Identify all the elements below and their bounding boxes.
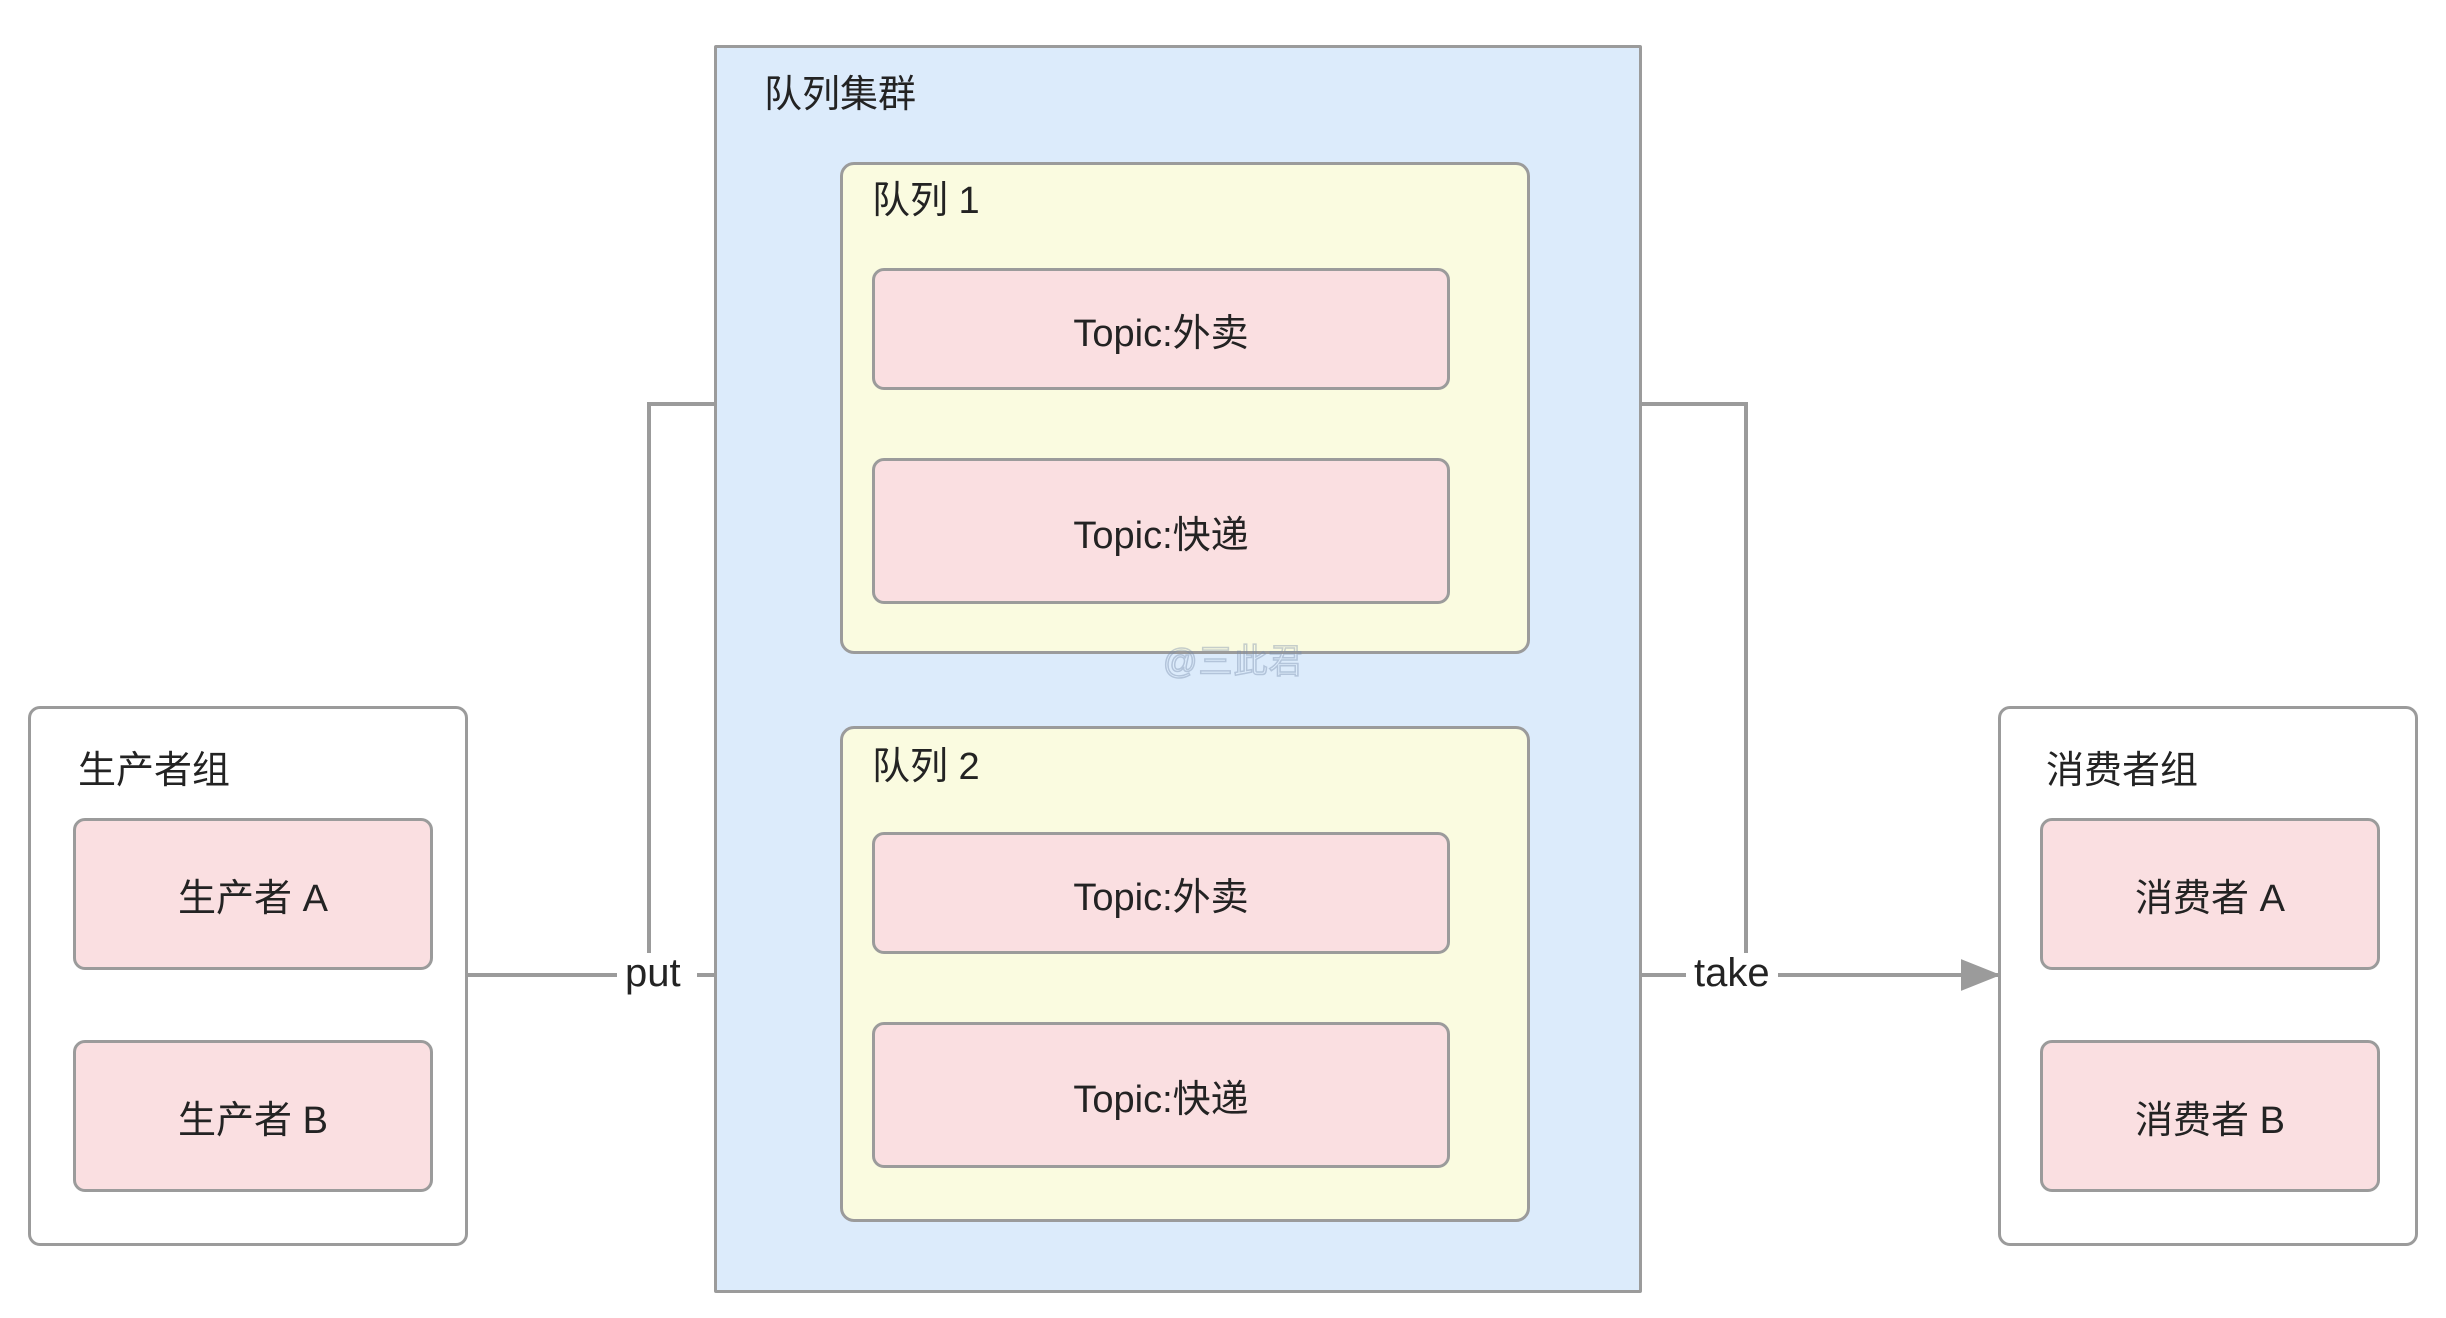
edge-label-take: take (1686, 953, 1778, 993)
queue-1-topic-takeout[interactable]: Topic:外卖 (872, 268, 1450, 390)
queue-cluster-title: 队列集群 (764, 74, 917, 116)
watermark-text: @三此君 (1162, 643, 1304, 681)
edge-label-put: put (617, 953, 689, 993)
queue-2-topic-express[interactable]: Topic:快递 (872, 1022, 1450, 1168)
producer-group-title: 生产者组 (78, 750, 231, 792)
producer-a-box[interactable]: 生产者 A (73, 818, 433, 970)
consumer-group-title: 消费者组 (2046, 750, 2199, 792)
producer-b-box[interactable]: 生产者 B (73, 1040, 433, 1192)
consumer-b-box[interactable]: 消费者 B (2040, 1040, 2380, 1192)
queue-2-topic-takeout[interactable]: Topic:外卖 (872, 832, 1450, 954)
consumer-a-box[interactable]: 消费者 A (2040, 818, 2380, 970)
queue-1-topic-express[interactable]: Topic:快递 (872, 458, 1450, 604)
queue-1-title: 队列 1 (872, 180, 980, 222)
queue-2-title: 队列 2 (872, 746, 980, 788)
